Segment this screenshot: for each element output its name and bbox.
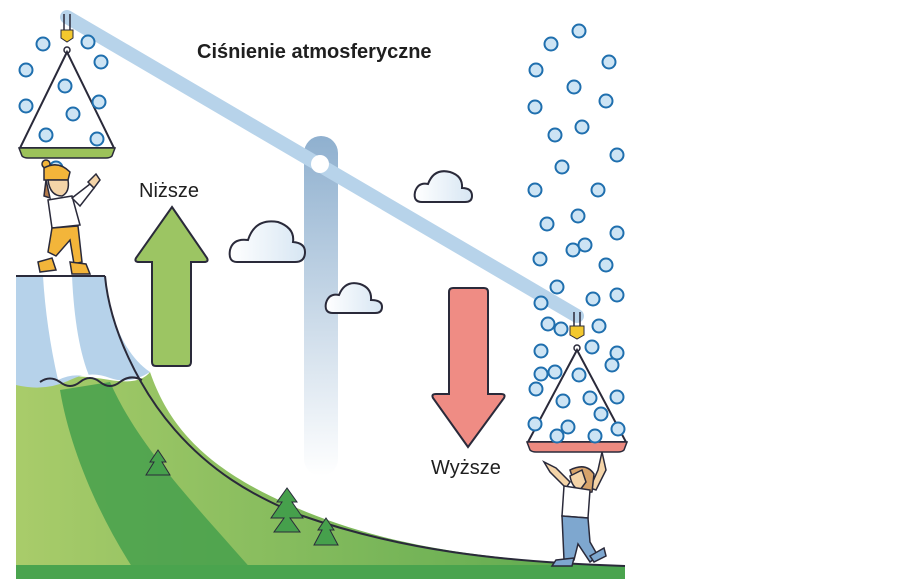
air-molecule-icon bbox=[547, 127, 563, 143]
cloud-icon bbox=[413, 170, 474, 203]
low-pressure-label: Niższe bbox=[139, 180, 199, 202]
air-molecule-icon bbox=[93, 54, 109, 70]
air-molecule-icon bbox=[533, 295, 549, 311]
air-molecule-icon bbox=[574, 119, 590, 135]
air-molecule-icon bbox=[528, 381, 544, 397]
arrow-up-icon bbox=[134, 205, 209, 367]
air-molecule-icon bbox=[587, 428, 603, 444]
air-molecules bbox=[18, 23, 626, 444]
air-molecule-icon bbox=[598, 93, 614, 109]
air-molecule-icon bbox=[528, 62, 544, 78]
air-molecule-icon bbox=[609, 389, 625, 405]
air-molecule-icon bbox=[57, 78, 73, 94]
hook-icon bbox=[569, 325, 585, 340]
person-lifting-figure bbox=[542, 451, 607, 567]
low-pressure-scale bbox=[17, 14, 117, 159]
ski-ramp bbox=[16, 275, 626, 567]
air-molecule-icon bbox=[35, 36, 51, 52]
pole-pulley bbox=[311, 155, 329, 173]
cloud-icon bbox=[228, 220, 307, 263]
air-molecule-icon bbox=[527, 99, 543, 115]
hook-icon bbox=[60, 29, 74, 43]
air-molecule-icon bbox=[540, 316, 556, 332]
air-molecule-icon bbox=[65, 106, 81, 122]
air-molecule-icon bbox=[582, 390, 598, 406]
air-molecule-icon bbox=[533, 343, 549, 359]
air-molecule-icon bbox=[609, 147, 625, 163]
air-molecule-icon bbox=[571, 23, 587, 39]
air-molecule-icon bbox=[584, 339, 600, 355]
air-molecule-icon bbox=[553, 321, 569, 337]
air-molecule-icon bbox=[604, 357, 620, 373]
air-molecule-icon bbox=[543, 36, 559, 52]
tree-icon bbox=[313, 517, 339, 546]
air-molecule-icon bbox=[554, 159, 570, 175]
air-molecule-icon bbox=[577, 237, 593, 253]
air-molecule-icon bbox=[609, 287, 625, 303]
air-molecule-icon bbox=[18, 62, 34, 78]
air-molecule-icon bbox=[549, 428, 565, 444]
air-molecule-icon bbox=[570, 208, 586, 224]
air-molecule-icon bbox=[609, 225, 625, 241]
air-molecule-icon bbox=[527, 416, 543, 432]
lift-pole bbox=[304, 136, 338, 476]
high-pressure-scale bbox=[525, 312, 629, 453]
air-molecule-icon bbox=[89, 131, 105, 147]
air-molecule-icon bbox=[533, 366, 549, 382]
air-molecule-icon bbox=[591, 318, 607, 334]
hiker-figure bbox=[37, 159, 101, 275]
air-molecule-icon bbox=[593, 406, 609, 422]
air-molecule-icon bbox=[527, 182, 543, 198]
air-molecule-icon bbox=[571, 367, 587, 383]
air-molecule-icon bbox=[585, 291, 601, 307]
air-molecule-icon bbox=[547, 364, 563, 380]
air-molecule-icon bbox=[549, 279, 565, 295]
cloud-icon bbox=[324, 282, 384, 314]
high-pressure-label: Wyższe bbox=[431, 457, 501, 479]
air-molecule-icon bbox=[560, 419, 576, 435]
red-tray bbox=[525, 441, 629, 453]
air-molecule-icon bbox=[539, 216, 555, 232]
tree-icon bbox=[145, 449, 171, 476]
air-molecule-icon bbox=[610, 421, 626, 437]
tree-icon bbox=[270, 487, 304, 533]
diagram-title: Ciśnienie atmosferyczne bbox=[197, 41, 432, 63]
air-molecule-icon bbox=[80, 34, 96, 50]
air-molecule-icon bbox=[18, 98, 34, 114]
mountain-slope bbox=[16, 372, 625, 579]
air-molecule-icon bbox=[38, 127, 54, 143]
air-molecule-icon bbox=[532, 251, 548, 267]
air-molecule-icon bbox=[566, 79, 582, 95]
air-molecule-icon bbox=[601, 54, 617, 70]
green-tray bbox=[17, 147, 117, 159]
air-molecule-icon bbox=[91, 94, 107, 110]
air-molecule-icon bbox=[590, 182, 606, 198]
air-molecule-icon bbox=[598, 257, 614, 273]
air-molecule-icon bbox=[555, 393, 571, 409]
arrow-down-icon bbox=[431, 287, 506, 449]
